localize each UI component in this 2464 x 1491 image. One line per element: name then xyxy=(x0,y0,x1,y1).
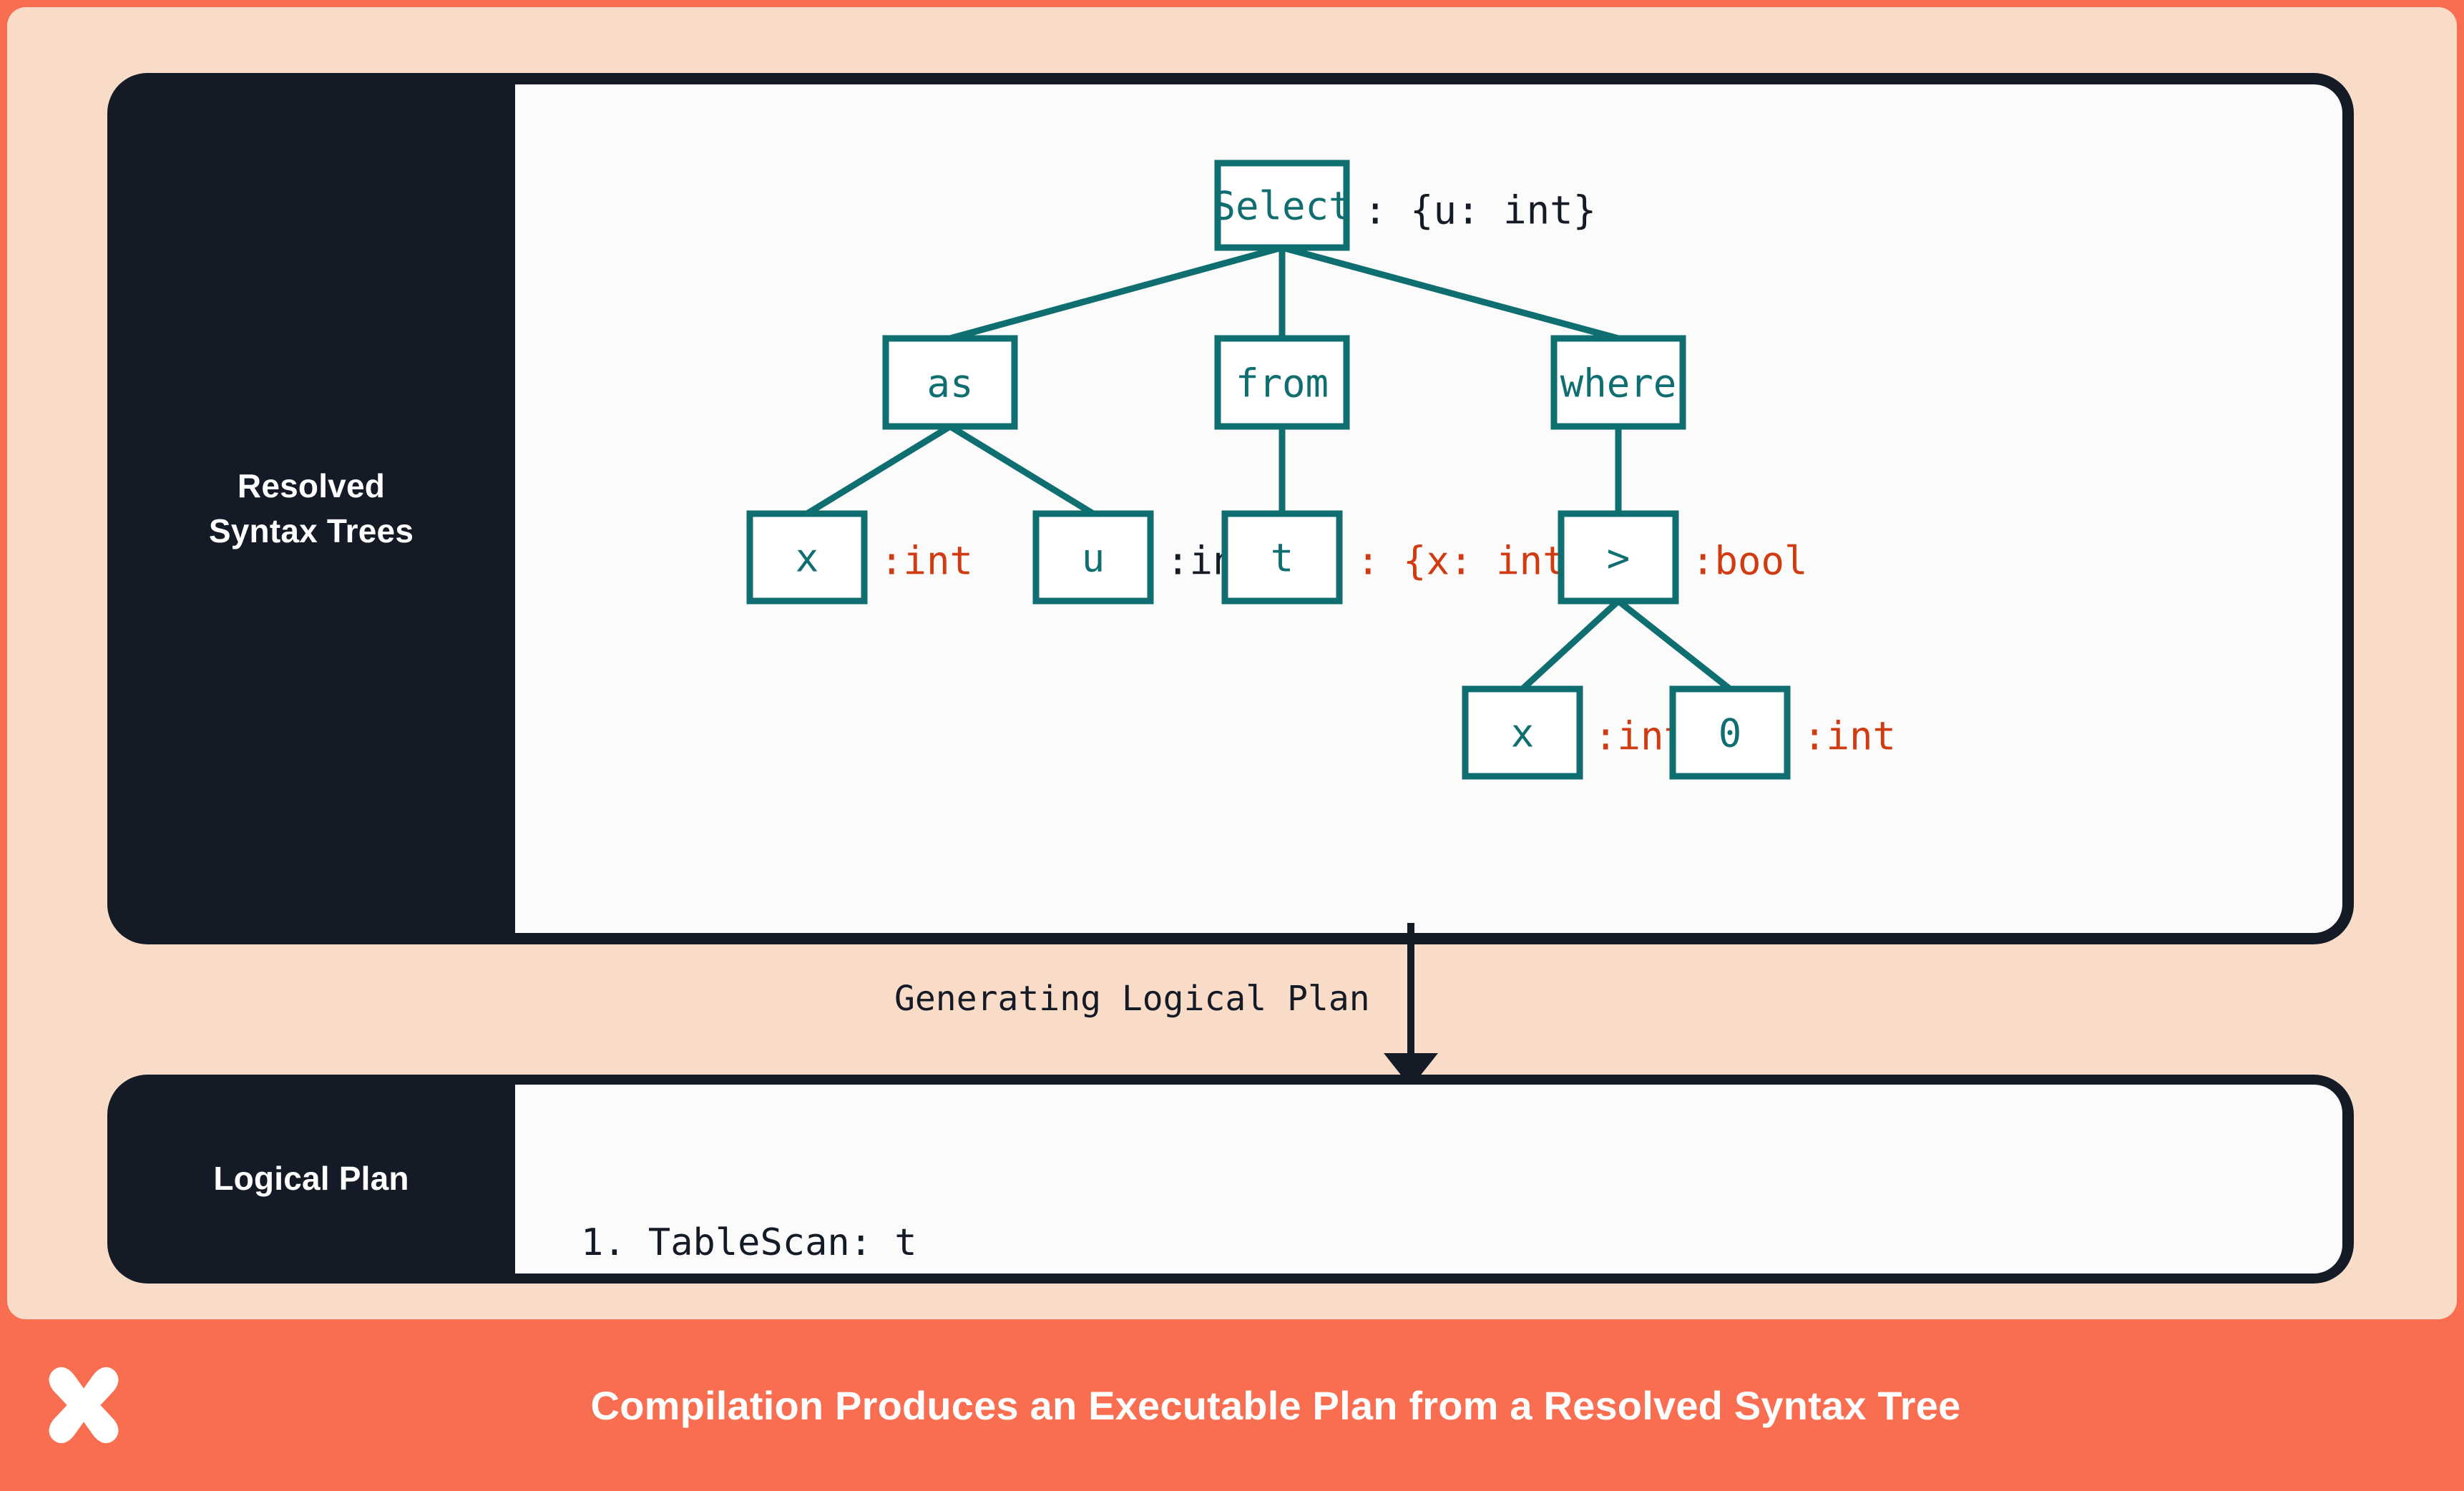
x-star-logo-icon xyxy=(49,1367,119,1444)
node-label-from-t: t xyxy=(1271,536,1294,581)
connector-label: Generating Logical Plan xyxy=(894,979,1370,1019)
footer-caption: Compilation Produces an Executable Plan … xyxy=(590,1382,1961,1428)
edge-select-as xyxy=(949,244,1284,342)
tree-node-gt-0[interactable]: 0 :int xyxy=(1669,685,1896,780)
node-label-gt-x: x xyxy=(1511,711,1535,756)
flow-connector xyxy=(1384,923,1438,1087)
syntax-tree-diagram: Select : {u: int} as from where xyxy=(746,160,1896,780)
node-box-as-x xyxy=(746,510,868,605)
node-annotation-as-x: :int xyxy=(880,539,973,584)
tree-node-from[interactable]: from xyxy=(1214,335,1350,430)
edge-select-where xyxy=(1281,244,1620,342)
resolved-syntax-trees-label: Resolved Syntax Trees xyxy=(107,73,515,944)
logical-plan-steps: 1. TableScan: t 2. Filter: t.x > 0 3. Pr… xyxy=(581,1108,1096,1284)
node-box-as xyxy=(882,335,1018,430)
node-label-from: from xyxy=(1236,361,1329,406)
logical-plan-label: Logical Plan xyxy=(213,1160,409,1198)
node-box-select xyxy=(1214,160,1350,251)
node-box-from xyxy=(1214,335,1350,430)
syntax-tree-panel: Select : {u: int} as from where xyxy=(515,84,2342,933)
node-label-select: Select xyxy=(1212,184,1351,229)
tree-node-select[interactable]: Select : {u: int} xyxy=(1212,160,1596,251)
tree-node-as-x[interactable]: x :int xyxy=(746,510,973,605)
tree-node-gt-x[interactable]: x :int xyxy=(1462,685,1687,780)
logical-plan-panel: 1. TableScan: t 2. Filter: t.x > 0 3. Pr… xyxy=(515,1085,2342,1274)
edge-gt-x xyxy=(1520,598,1621,692)
node-box-from-t xyxy=(1221,510,1343,605)
rst-label-line2: Syntax Trees xyxy=(208,512,414,549)
node-annotation-select: : {u: int} xyxy=(1364,188,1596,233)
plan-step: 1. TableScan: t xyxy=(581,1221,917,1264)
node-label-as-u: u xyxy=(1082,536,1105,581)
node-label-as: as xyxy=(927,361,973,406)
edge-gt-0 xyxy=(1616,598,1732,692)
logical-plan-card: Logical Plan 1. TableScan: t 2. Filter: … xyxy=(107,1075,2354,1284)
node-box-as-u xyxy=(1032,510,1154,605)
rst-label-line1: Resolved xyxy=(237,466,386,504)
node-label-where: where xyxy=(1560,361,1677,406)
node-label-gt: > xyxy=(1607,536,1631,581)
resolved-syntax-trees-card: Resolved Syntax Trees xyxy=(107,73,2354,944)
node-label-as-x: x xyxy=(796,536,819,581)
edge-as-u xyxy=(948,424,1095,517)
node-label-gt-0: 0 xyxy=(1719,711,1742,756)
tree-edges xyxy=(805,244,1732,692)
edge-as-x xyxy=(805,424,952,517)
footer-banner: Compilation Produces an Executable Plan … xyxy=(0,1319,2464,1491)
node-box-where xyxy=(1550,335,1686,430)
connector-arrowhead xyxy=(1384,1053,1438,1087)
node-annotation-gt: :bool xyxy=(1691,539,1808,584)
node-box-gt-x xyxy=(1462,685,1583,780)
node-box-gt xyxy=(1558,510,1679,605)
tree-node-where[interactable]: where xyxy=(1550,335,1686,430)
tree-node-gt[interactable]: > :bool xyxy=(1558,510,1808,605)
tree-node-as-u[interactable]: u :int xyxy=(1032,510,1259,605)
node-annotation-gt-0: :int xyxy=(1803,714,1896,759)
tree-node-as[interactable]: as xyxy=(882,335,1018,430)
diagram-canvas: Resolved Syntax Trees xyxy=(7,7,2457,1319)
node-box-gt-0 xyxy=(1669,685,1791,780)
